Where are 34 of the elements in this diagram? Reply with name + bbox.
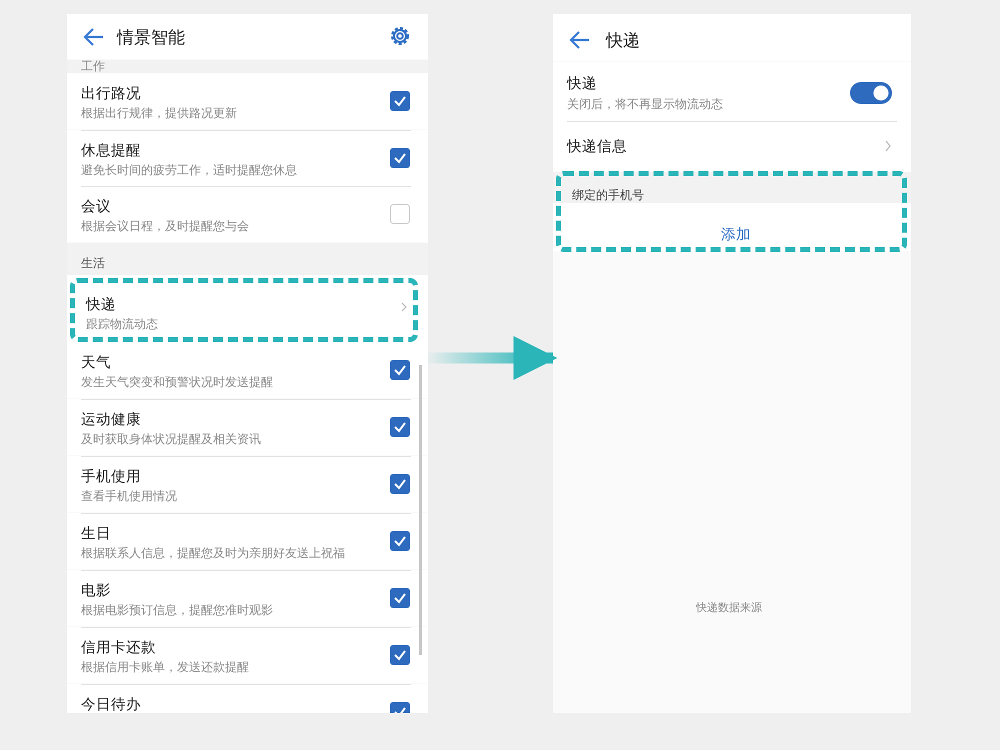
screen-title: 快递 bbox=[606, 30, 640, 52]
item-description: 根据联系人信息，提醒您及时为亲朋好友送上祝福 bbox=[81, 545, 345, 562]
section-header: 生活 bbox=[81, 255, 105, 272]
item-description: 查看手机使用情况 bbox=[81, 488, 177, 505]
phone-screen bbox=[67, 14, 428, 713]
section-header: 绑定的手机号 bbox=[572, 187, 644, 204]
item-title: 手机使用 bbox=[81, 468, 141, 486]
item-title: 休息提醒 bbox=[81, 142, 141, 160]
arrow bbox=[428, 336, 558, 380]
screen-title: 情景智能 bbox=[117, 27, 185, 49]
item-description: 跟踪物流动态 bbox=[86, 316, 158, 333]
item-title: 会议 bbox=[81, 198, 111, 216]
item-title: 天气 bbox=[81, 354, 111, 372]
item-title: 电影 bbox=[81, 582, 111, 600]
item-description: 避免长时间的疲劳工作，适时提醒您休息 bbox=[81, 162, 297, 179]
item-title: 快递 bbox=[567, 74, 597, 93]
section-header: 工作 bbox=[81, 60, 105, 73]
item-description: 关闭后，将不再显示物流动态 bbox=[567, 96, 723, 113]
footer-text: 快递数据来源 bbox=[696, 600, 762, 615]
phone-screen bbox=[553, 14, 911, 713]
add-link: 添加 bbox=[721, 226, 751, 244]
item-description: 根据电影预订信息，提醒您准时观影 bbox=[81, 602, 273, 619]
item-title: 快递 bbox=[86, 296, 116, 314]
item-description: 根据出行规律，提供路况更新 bbox=[81, 105, 237, 122]
item-title: 运动健康 bbox=[81, 410, 141, 429]
item-title: 信用卡还款 bbox=[81, 639, 156, 657]
item-title: 生日 bbox=[81, 525, 111, 543]
item-description: 根据会议日程，及时提醒您与会 bbox=[81, 218, 249, 235]
item-description: 及时获取身体状况提醒及相关资讯 bbox=[81, 431, 261, 448]
item-description: 根据信用卡账单，发送还款提醒 bbox=[81, 659, 249, 676]
item-title: 快递信息 bbox=[567, 138, 627, 156]
item-description: 发生天气突变和预警状况时发送提醒 bbox=[81, 374, 273, 391]
item-title: 今日待办 bbox=[81, 696, 141, 713]
item-title: 出行路况 bbox=[81, 85, 141, 103]
